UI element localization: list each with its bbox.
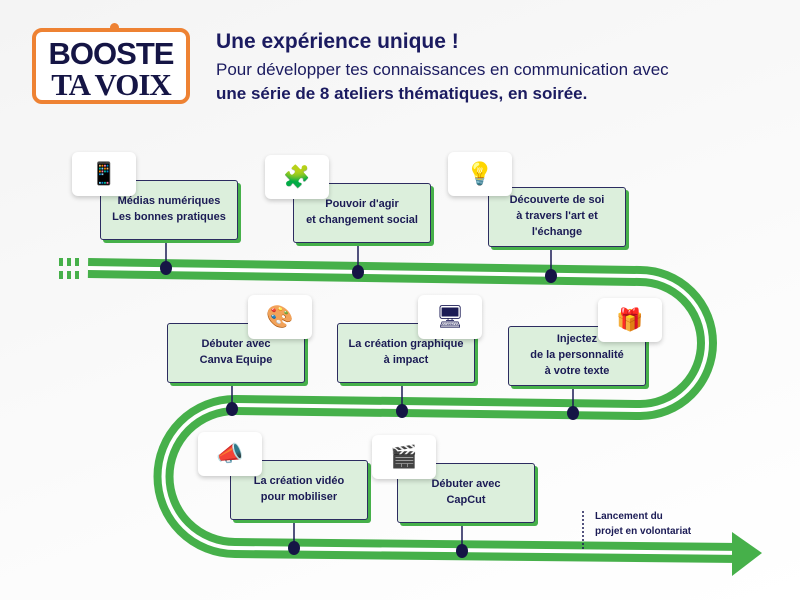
workshop-dot [352, 265, 364, 279]
page-title: Une expérience unique ! [216, 30, 459, 53]
track-start-marks [59, 258, 79, 279]
creativity-box-icon: 🎁 [598, 298, 662, 342]
subtitle-line2: une série de 8 ateliers thématiques, en … [216, 84, 588, 103]
lightbulb-icon: 💡 [448, 152, 512, 196]
logo-line2: TA VOIX [51, 67, 172, 102]
workshop-dot [396, 404, 408, 418]
workshop-dot [545, 269, 557, 283]
graphic-design-icon: 🖥 [418, 295, 482, 339]
workshop-dot [567, 406, 579, 420]
film-camera-icon: 🎬 [372, 435, 436, 479]
video-megaphone-icon: 📣 [198, 432, 262, 476]
milestone-label: Lancement du projet en volontariat [595, 511, 692, 537]
subtitle-line1: Pour développer tes connaissances en com… [216, 60, 669, 79]
canva-logo-icon: 🎨 [248, 295, 312, 339]
workshop-dot [226, 402, 238, 416]
workshop-card: Découverte de soi à travers l'art et l'é… [488, 187, 626, 247]
arrow-head [732, 532, 762, 576]
logo-line1: BOOSTE [48, 36, 175, 71]
logo: BOOSTE TA VOIX [32, 23, 190, 104]
workshop-dot [288, 541, 300, 555]
social-media-phone-icon: 📱 [72, 152, 136, 196]
puzzle-hands-icon: 🧩 [265, 155, 329, 199]
workshop-dot [456, 544, 468, 558]
logo-dot [110, 23, 119, 32]
workshop-dot [160, 261, 172, 275]
